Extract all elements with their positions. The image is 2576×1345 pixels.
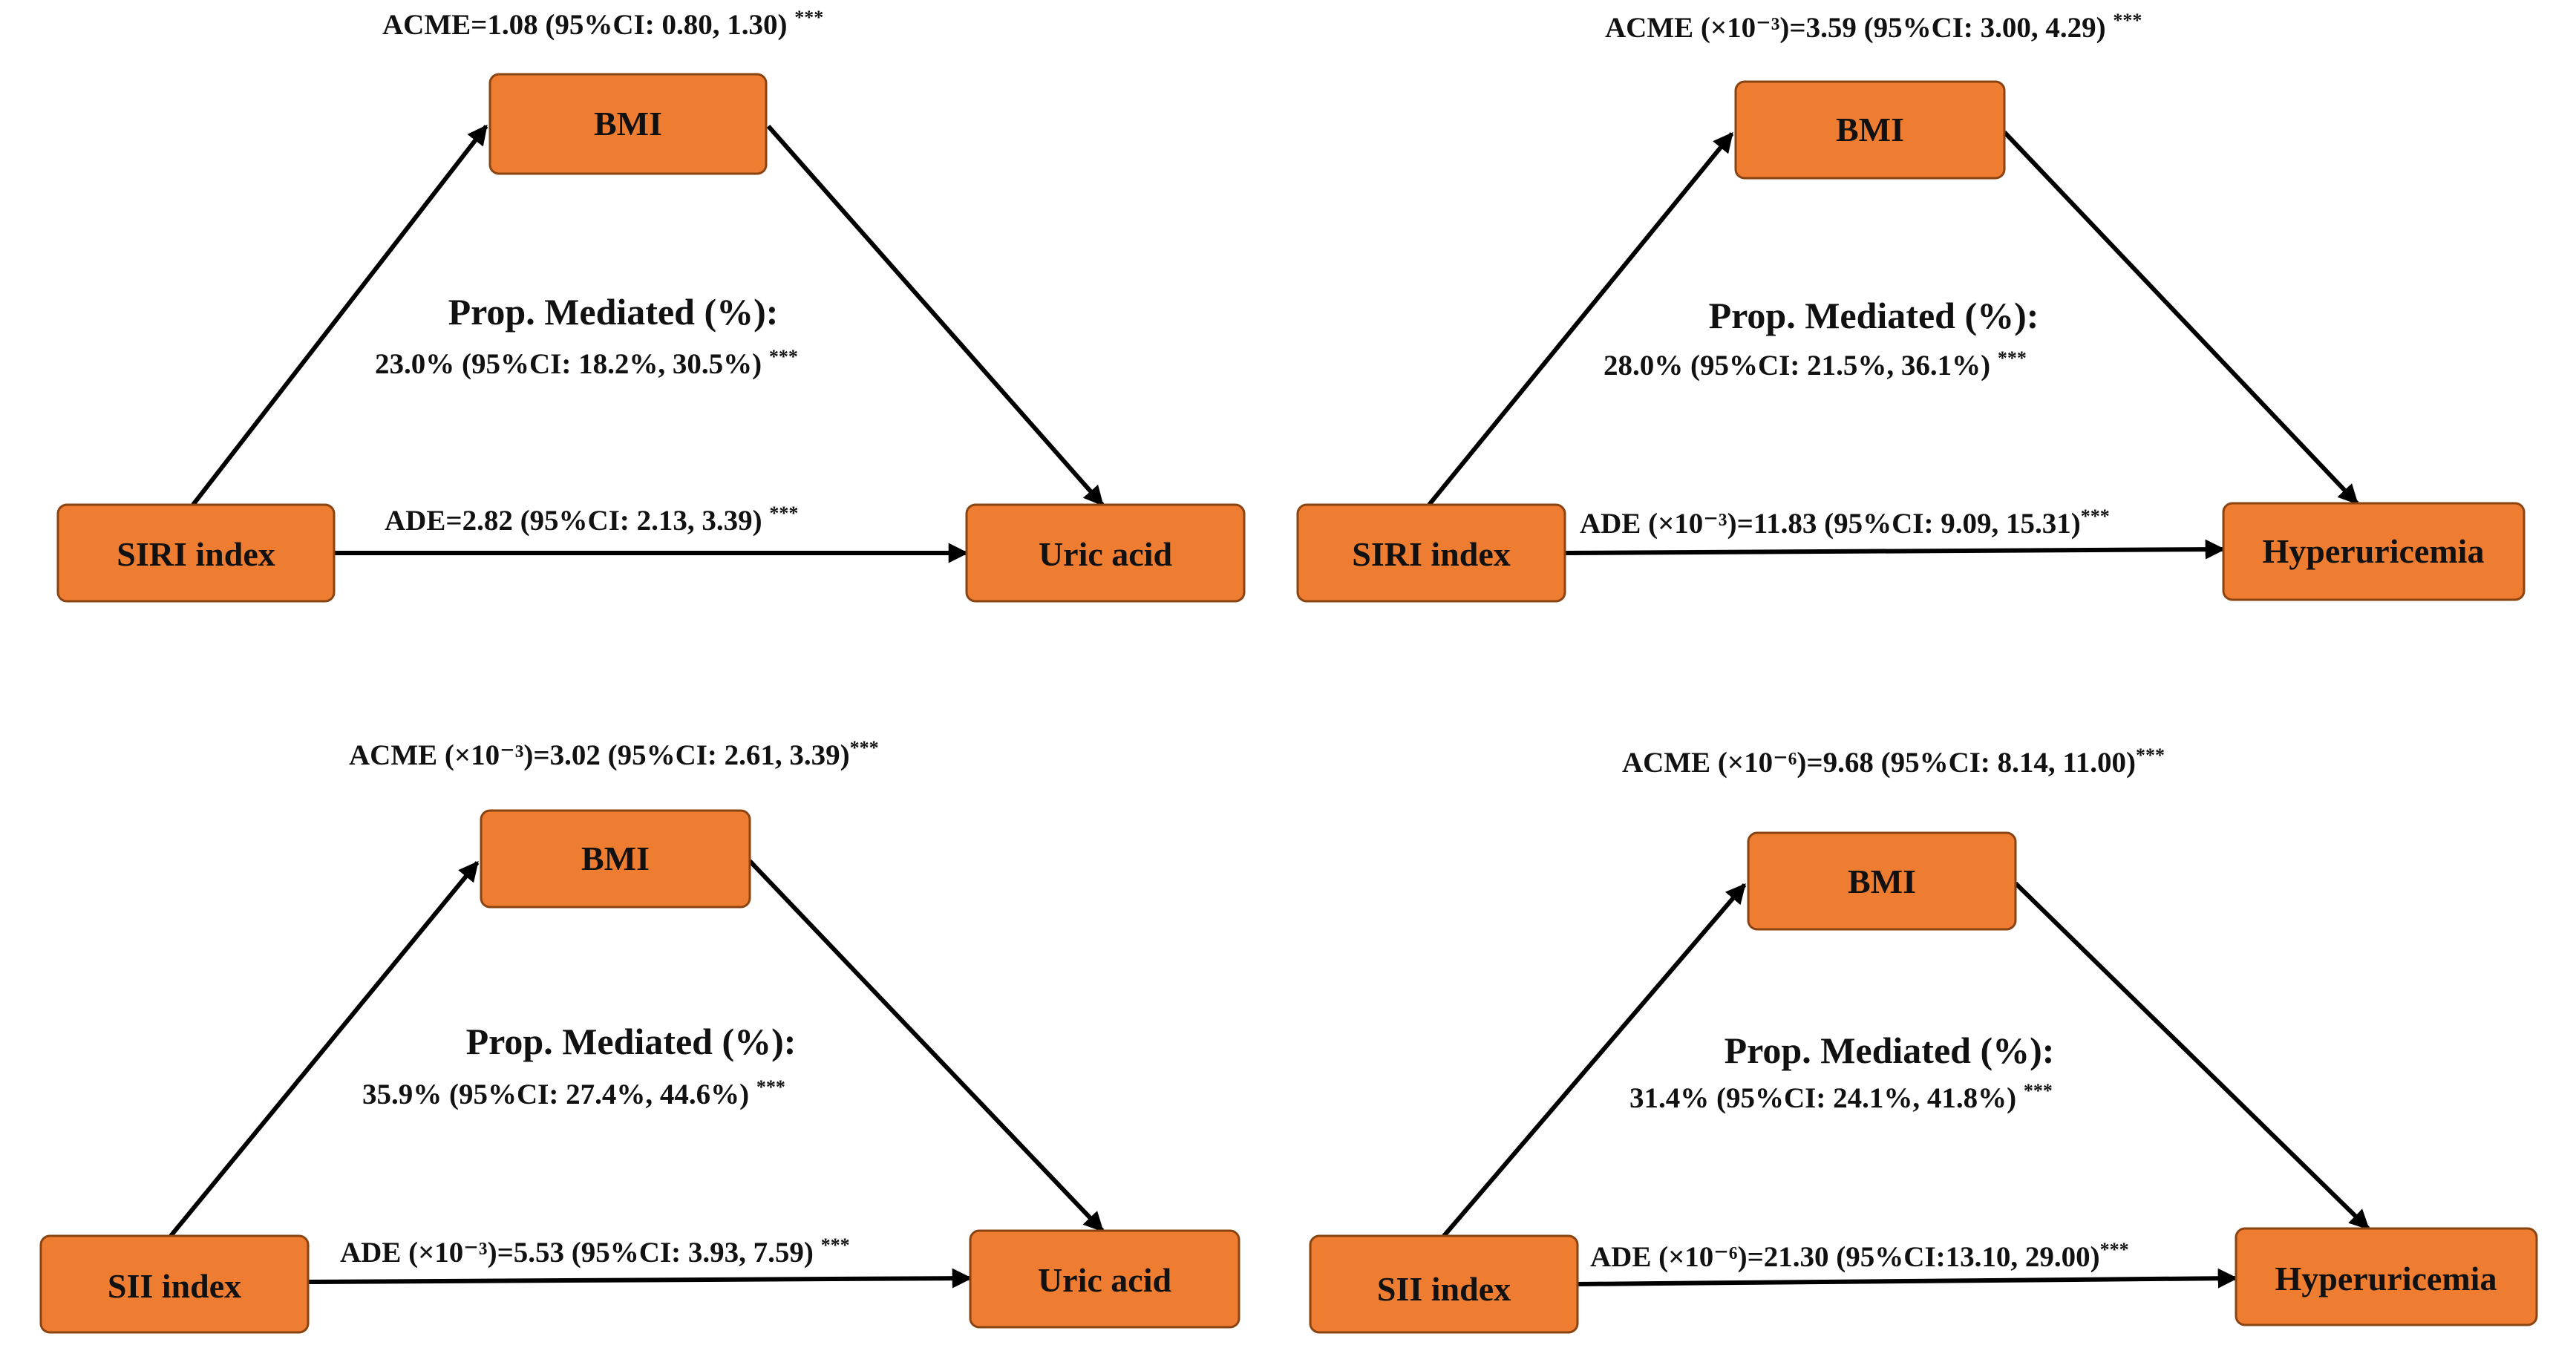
path-exposure-to-mediator bbox=[1442, 883, 1747, 1237]
path-exposure-to-mediator bbox=[169, 860, 480, 1237]
exposure-node: SIRI index bbox=[1296, 503, 1566, 603]
panel-siri-uric-acid: ACME=1.08 (95%CI: 0.80, 1.30) *** BMI Pr… bbox=[56, 7, 1246, 603]
exposure-node: SIRI index bbox=[56, 503, 336, 603]
prop-mediated-title: Prop. Mediated (%): bbox=[448, 291, 779, 333]
outcome-label: Uric acid bbox=[1038, 1261, 1172, 1299]
ade-label: ADE (×10⁻⁶)=21.30 (95%CI:13.10, 29.00)**… bbox=[1590, 1239, 2129, 1273]
prop-mediated-value: 35.9% (95%CI: 27.4%, 44.6%) *** bbox=[362, 1076, 785, 1110]
mediator-node: BMI bbox=[480, 809, 751, 909]
outcome-node: Hyperuricemia bbox=[2222, 502, 2526, 601]
outcome-node: Hyperuricemia bbox=[2235, 1227, 2538, 1326]
prop-mediated-value: 28.0% (95%CI: 21.5%, 36.1%) *** bbox=[1604, 347, 2027, 382]
path-mediator-to-outcome bbox=[2013, 881, 2370, 1231]
outcome-label: Hyperuricemia bbox=[2275, 1260, 2497, 1297]
acme-label: ACME (×10⁻³)=3.59 (95%CI: 3.00, 4.29) **… bbox=[1605, 10, 2142, 44]
exposure-label: SII index bbox=[108, 1267, 241, 1305]
path-exposure-to-outcome bbox=[307, 1268, 972, 1289]
acme-label: ACME (×10⁻³)=3.02 (95%CI: 2.61, 3.39)*** bbox=[349, 737, 879, 771]
mediator-node: BMI bbox=[488, 73, 768, 175]
panel-siri-hyperuricemia: ACME (×10⁻³)=3.59 (95%CI: 3.00, 4.29) **… bbox=[1296, 10, 2526, 603]
panel-sii-uric-acid: ACME (×10⁻³)=3.02 (95%CI: 2.61, 3.39)***… bbox=[39, 737, 1240, 1334]
ade-label: ADE (×10⁻³)=11.83 (95%CI: 9.09, 15.31)**… bbox=[1580, 505, 2110, 540]
path-exposure-to-outcome bbox=[1564, 539, 2226, 560]
panel-sii-hyperuricemia: ACME (×10⁻⁶)=9.68 (95%CI: 8.14, 11.00)**… bbox=[1309, 745, 2538, 1334]
exposure-label: SIRI index bbox=[117, 535, 275, 573]
mediator-node: BMI bbox=[1734, 80, 2006, 180]
acme-label: ACME (×10⁻⁶)=9.68 (95%CI: 8.14, 11.00)**… bbox=[1622, 745, 2165, 779]
path-mediator-to-outcome bbox=[748, 859, 1105, 1233]
path-mediator-to-outcome bbox=[2002, 130, 2359, 505]
mediator-label: BMI bbox=[581, 840, 650, 877]
mediator-label: BMI bbox=[594, 105, 662, 143]
mediator-node: BMI bbox=[1747, 831, 2017, 931]
mediator-label: BMI bbox=[1848, 863, 1916, 900]
path-exposure-to-mediator bbox=[191, 124, 488, 506]
mediator-label: BMI bbox=[1836, 111, 1904, 148]
prop-mediated-title: Prop. Mediated (%): bbox=[1709, 295, 2039, 336]
ade-label: ADE (×10⁻³)=5.53 (95%CI: 3.93, 7.59) *** bbox=[340, 1234, 850, 1269]
outcome-node: Uric acid bbox=[969, 1229, 1240, 1329]
outcome-node: Uric acid bbox=[965, 503, 1246, 603]
exposure-label: SII index bbox=[1377, 1270, 1511, 1308]
path-exposure-to-mediator bbox=[1427, 131, 1734, 506]
prop-mediated-value: 31.4% (95%CI: 24.1%, 41.8%) *** bbox=[1629, 1080, 2053, 1114]
prop-mediated-title: Prop. Mediated (%): bbox=[1725, 1030, 2055, 1071]
prop-mediated-value: 23.0% (95%CI: 18.2%, 30.5%) *** bbox=[375, 346, 798, 380]
prop-mediated-title: Prop. Mediated (%): bbox=[466, 1021, 797, 1062]
exposure-label: SIRI index bbox=[1352, 535, 1510, 573]
path-mediator-to-outcome bbox=[766, 125, 1105, 507]
path-exposure-to-outcome bbox=[1577, 1268, 2238, 1289]
exposure-node: SII index bbox=[39, 1234, 310, 1334]
outcome-label: Uric acid bbox=[1039, 535, 1173, 573]
outcome-label: Hyperuricemia bbox=[2263, 532, 2485, 570]
ade-label: ADE=2.82 (95%CI: 2.13, 3.39) *** bbox=[385, 503, 798, 537]
acme-label: ACME=1.08 (95%CI: 0.80, 1.30) *** bbox=[382, 7, 823, 41]
exposure-node: SII index bbox=[1309, 1234, 1579, 1334]
